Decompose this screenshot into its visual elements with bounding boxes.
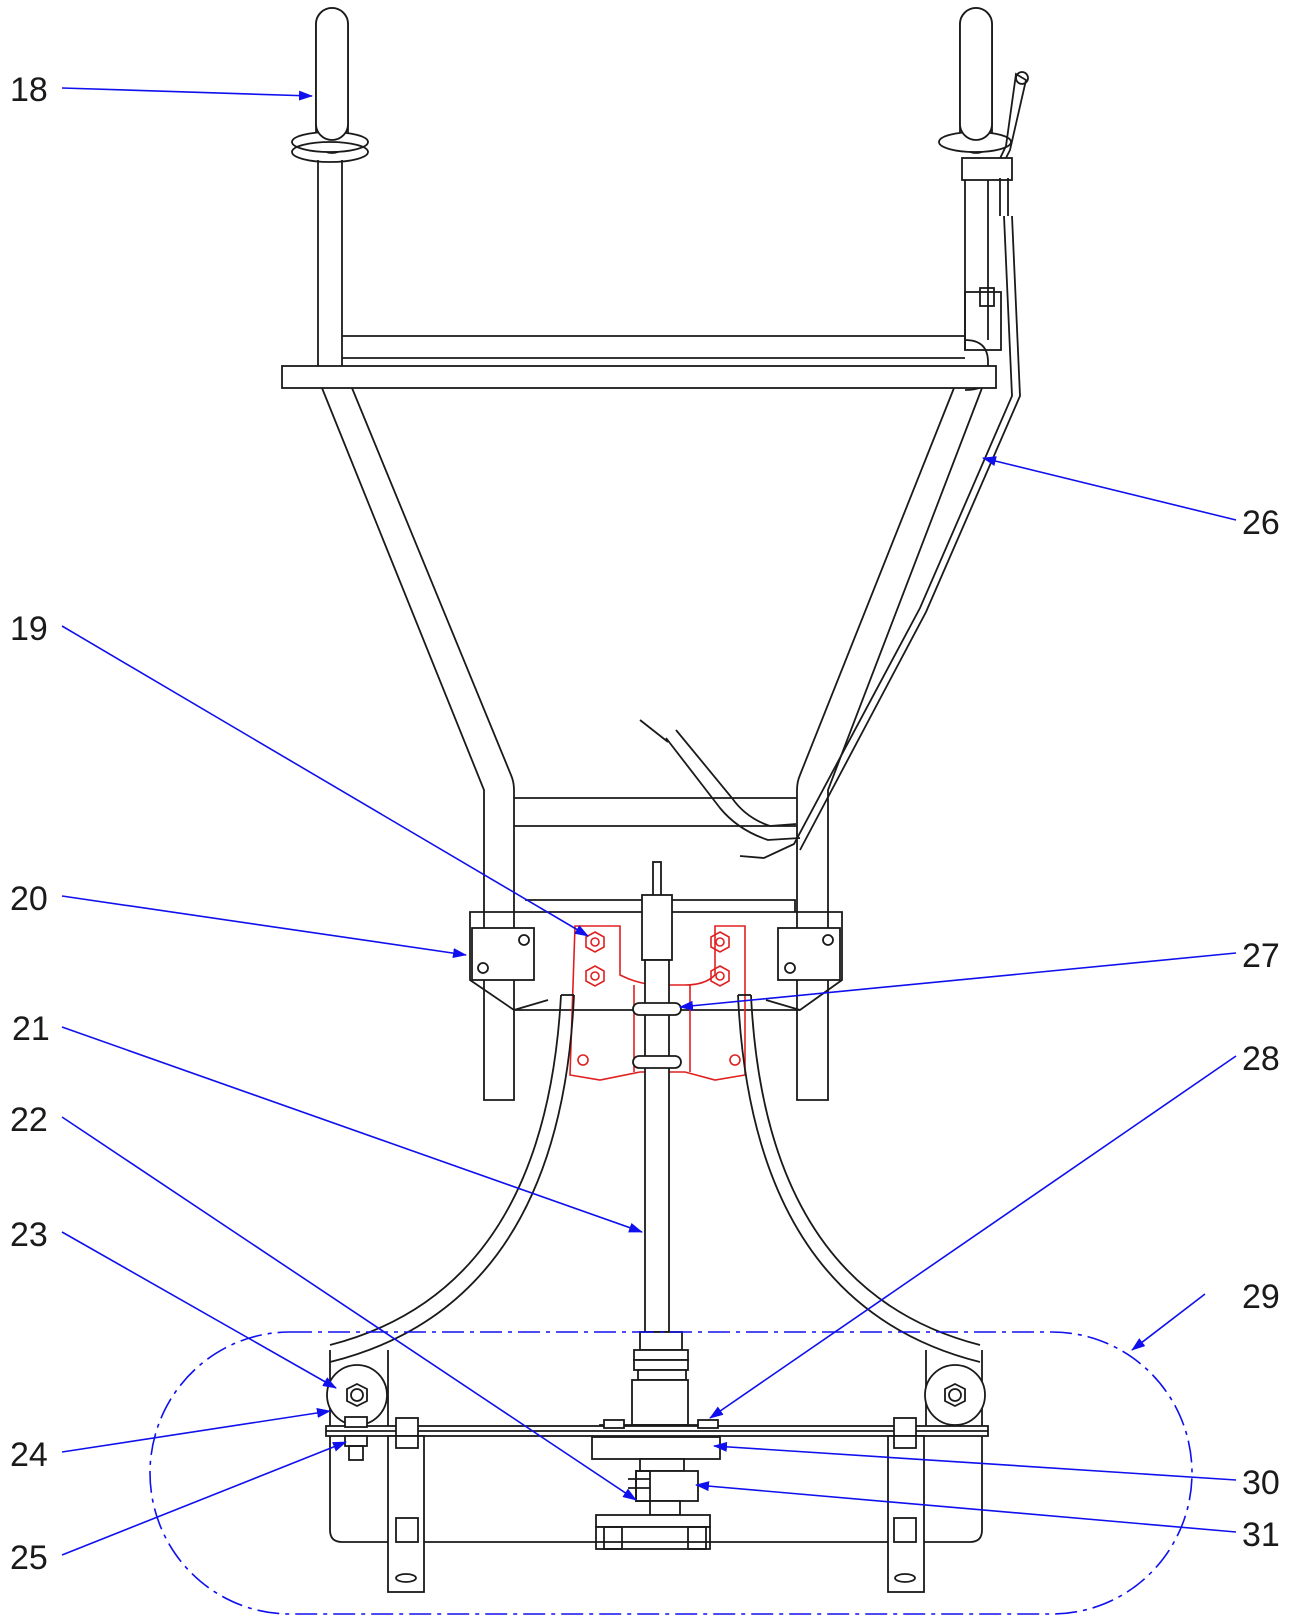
detail-boundary: [149, 1331, 1193, 1615]
callout-27: 27: [1242, 937, 1280, 975]
callout-24: 24: [10, 1436, 48, 1474]
callout-22: 22: [10, 1101, 48, 1139]
callout-25: 25: [10, 1539, 48, 1577]
callout-23: 23: [10, 1216, 48, 1254]
wheel-carriage: [325, 1350, 989, 1593]
callout-30: 30: [1242, 1464, 1280, 1502]
callout-21: 21: [12, 1010, 50, 1048]
callout-28: 28: [1242, 1040, 1280, 1078]
callout-29: 29: [1242, 1278, 1280, 1316]
callout-26: 26: [1242, 504, 1280, 542]
mounting-bracket: [469, 899, 843, 1011]
curved-arms: [329, 994, 981, 1363]
callout-20: 20: [10, 880, 48, 918]
drive-shaft: [591, 861, 721, 1550]
callout-19: 19: [10, 610, 48, 648]
callout-18: 18: [10, 71, 48, 109]
callout-labels: 18 19 20 21 22 23 24 25 26 27 28 29 30 3…: [10, 71, 1280, 1577]
handlebar-frame: [281, 7, 1029, 1101]
leader-lines: [61, 87, 1237, 1556]
callout-31: 31: [1242, 1516, 1280, 1554]
